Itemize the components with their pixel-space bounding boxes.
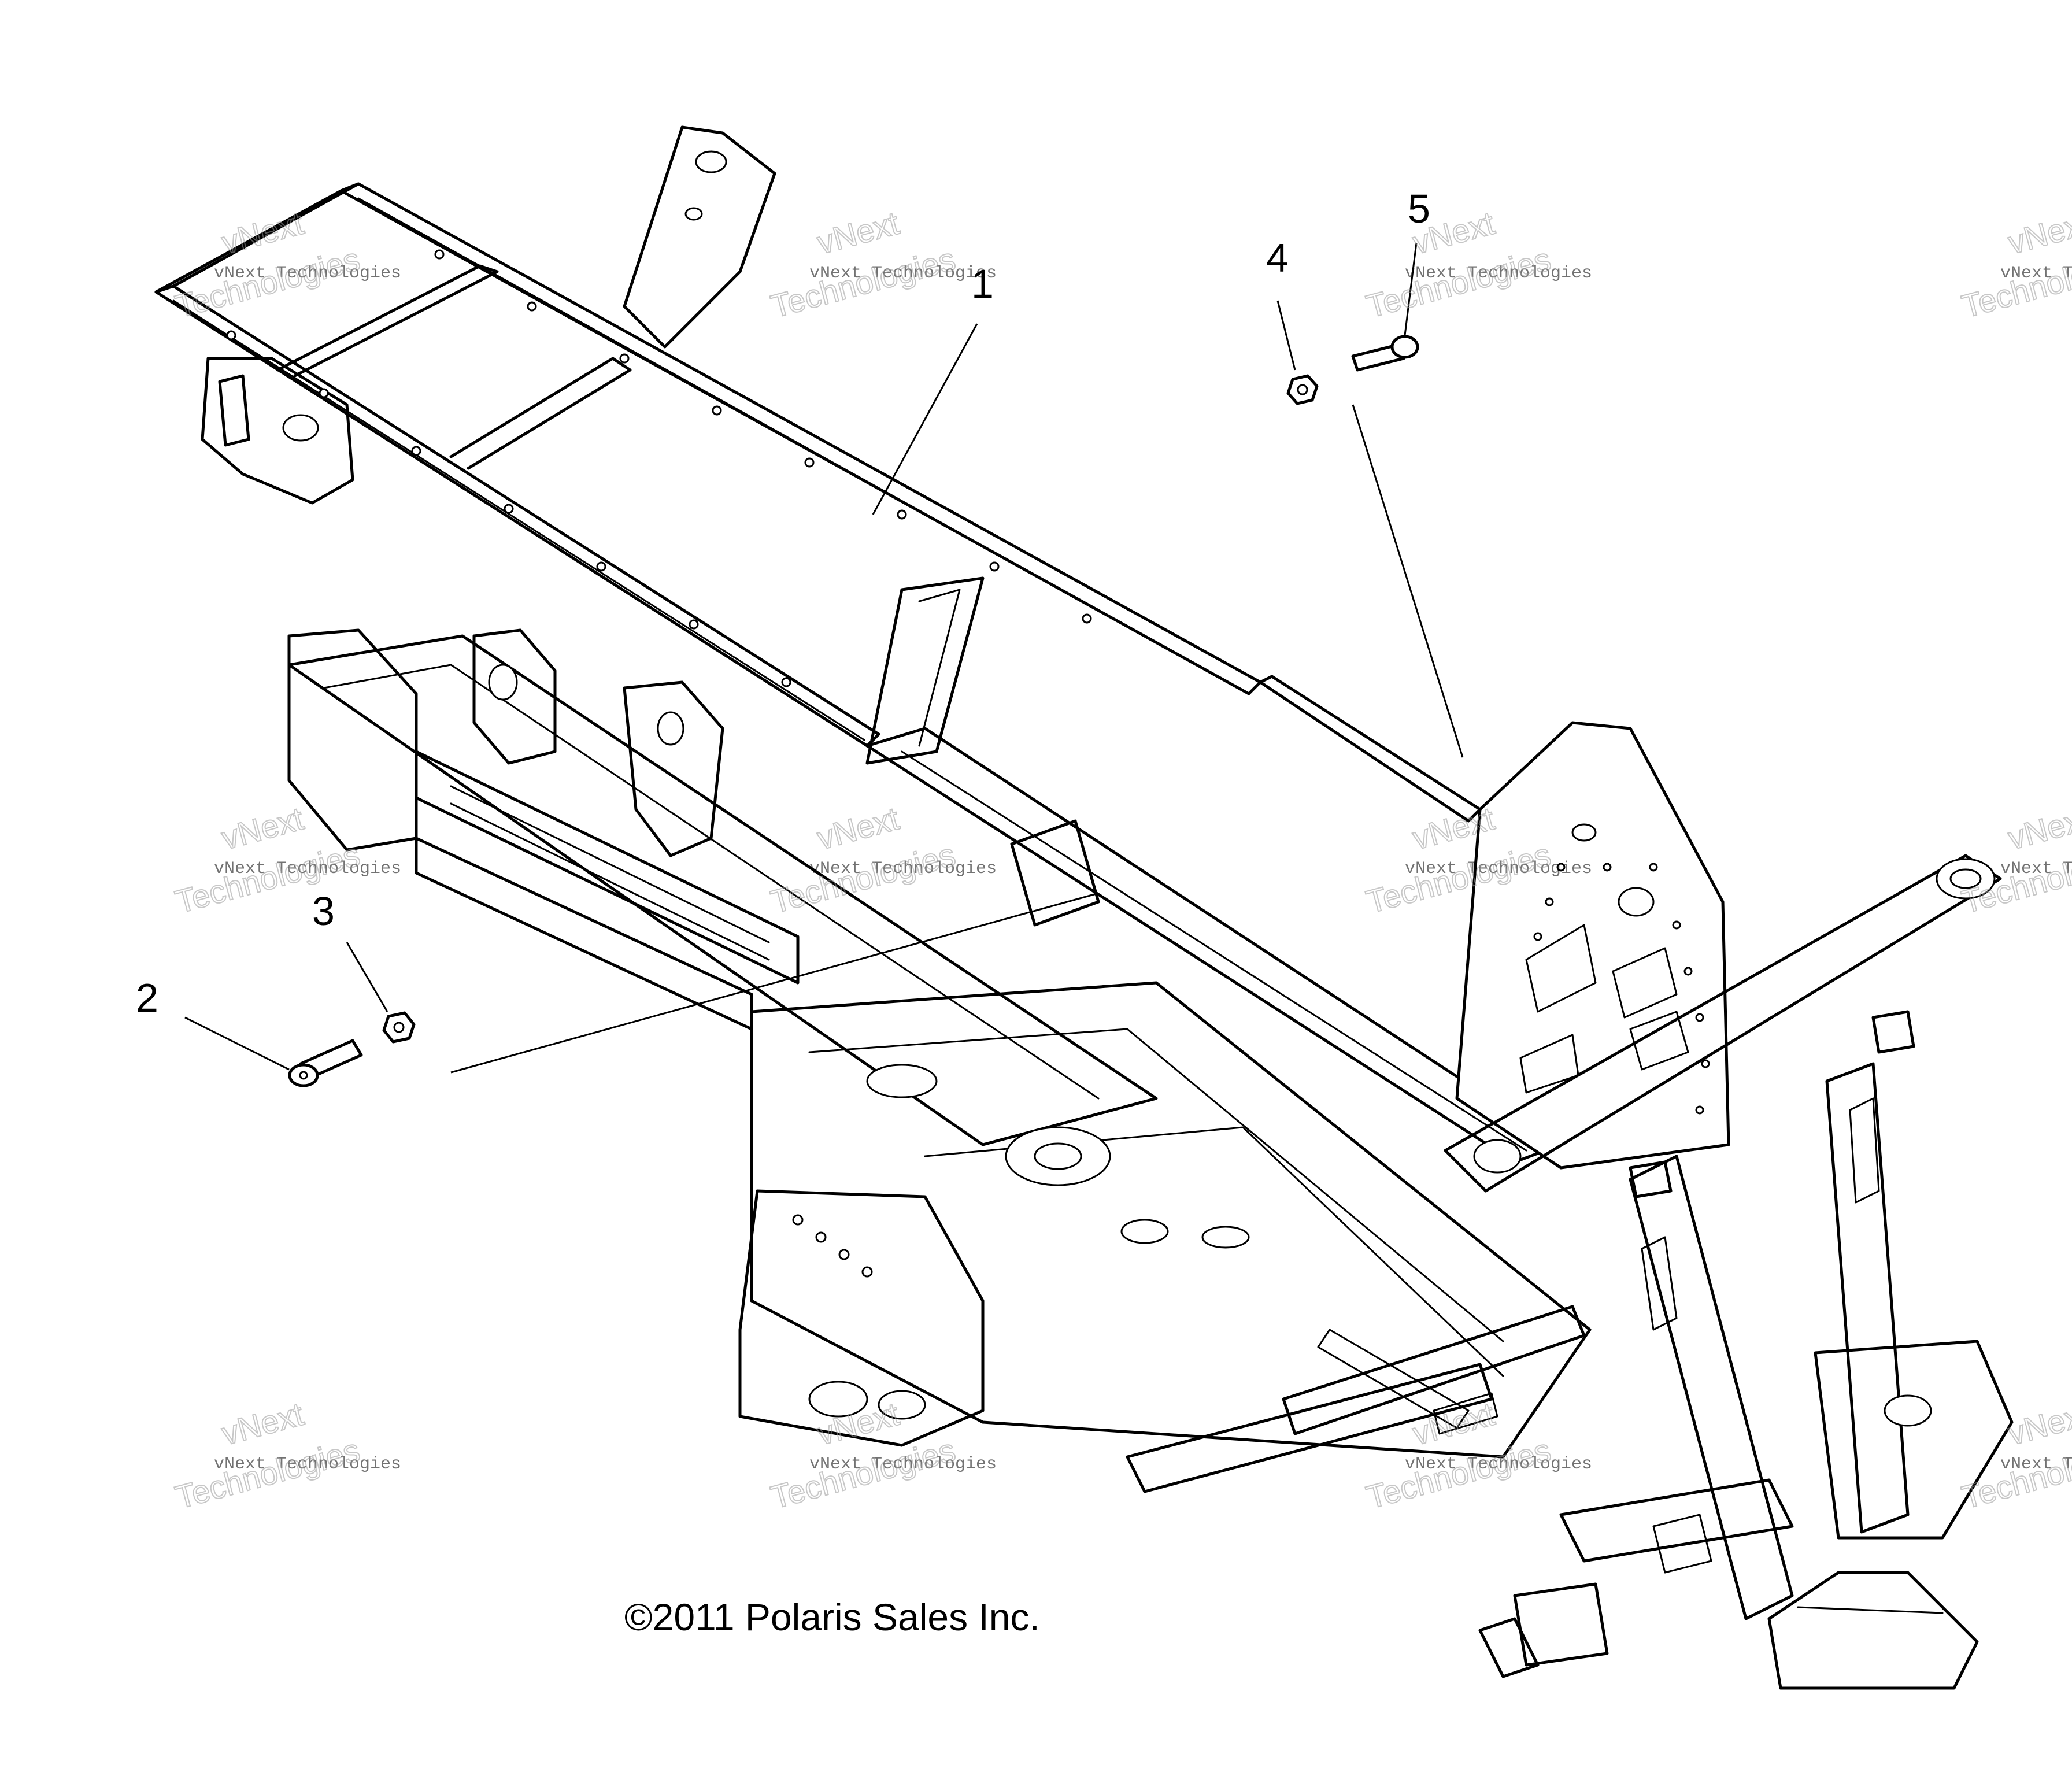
leader-item-1 (872, 323, 978, 515)
watermark: vNext Technologies vNext Technologies (1362, 1395, 1592, 1516)
svg-text:vNext Technologies: vNext Technologies (214, 1455, 401, 1474)
watermark: vNext Technologies vNext Technologies (171, 800, 401, 921)
svg-text:vNext: vNext (218, 205, 308, 261)
svg-text:Technologies: Technologies (172, 836, 364, 920)
svg-text:Technologies: Technologies (1363, 240, 1555, 324)
leader-item-2 (184, 1016, 290, 1071)
callout-5: 5 (1408, 186, 1430, 231)
leader-to-frame (450, 892, 1099, 1074)
leader-item-3 (346, 942, 388, 1012)
watermark: vNext Technologies vNext Technologies (171, 1395, 401, 1516)
svg-text:Technologies: Technologies (767, 240, 959, 324)
leader-to-bulkhead (1352, 404, 1464, 758)
callout-3: 3 (312, 889, 335, 934)
svg-text:vNext Technologies: vNext Technologies (809, 1455, 997, 1474)
nut-item-3 (382, 1011, 416, 1044)
bolt-item-5 (1351, 335, 1419, 372)
rail-holes (226, 249, 1092, 687)
svg-text:Technologies: Technologies (767, 836, 959, 920)
svg-text:vNext: vNext (813, 800, 903, 857)
svg-text:vNext Technologies: vNext Technologies (2000, 1455, 2072, 1474)
bulkhead-holes (1533, 863, 1710, 1115)
svg-text:vNext Technologies: vNext Technologies (809, 264, 997, 283)
svg-text:Technologies: Technologies (172, 240, 364, 324)
main-frame-upper-rails (154, 125, 1262, 765)
svg-text:vNext Technologies: vNext Technologies (214, 264, 401, 283)
nut-item-4 (1286, 374, 1319, 405)
bolt-item-2 (288, 1039, 363, 1087)
watermark: vNext Technologies vNext Technologies (767, 800, 997, 921)
svg-text:vNext: vNext (813, 205, 903, 261)
front-skid-plate (1478, 1340, 2014, 1690)
watermark: vNext Technologies vNext Technologies (1362, 204, 1592, 325)
callout-numbers: 1 2 3 4 5 (136, 186, 1430, 1020)
front-cross-tube (1444, 854, 2002, 1620)
watermarks: vNext Technologies vNext Technologies vN… (171, 204, 2072, 1516)
svg-text:vNext: vNext (218, 800, 308, 857)
watermark: vNext Technologies vNext Technologies (767, 1395, 997, 1516)
leader-item-5 (1404, 242, 1418, 336)
svg-text:Technologies: Technologies (172, 1431, 364, 1515)
svg-text:vNext Technologies: vNext Technologies (1405, 1455, 1592, 1474)
copyright-notice: ©2011 Polaris Sales Inc. (624, 1596, 1040, 1638)
svg-text:vNext Technologies: vNext Technologies (1405, 859, 1592, 879)
svg-text:vNext Technologies: vNext Technologies (214, 859, 401, 879)
svg-text:vNext: vNext (2004, 1396, 2072, 1452)
main-frame-lower-section (287, 628, 1592, 1493)
callout-2: 2 (136, 975, 158, 1020)
svg-text:Technologies: Technologies (767, 1431, 959, 1515)
watermark: vNext Technologies vNext Technologies (1958, 1395, 2072, 1516)
svg-text:vNext: vNext (218, 1396, 308, 1452)
svg-text:vNext Technologies: vNext Technologies (1405, 264, 1592, 283)
leader-lines (184, 242, 1464, 1074)
svg-text:vNext: vNext (2004, 205, 2072, 261)
watermark: vNext Technologies vNext Technologies (1958, 204, 2072, 325)
svg-text:vNext Technologies: vNext Technologies (809, 859, 997, 879)
svg-text:Technologies: Technologies (1363, 1431, 1555, 1515)
svg-text:vNext Technologies: vNext Technologies (2000, 859, 2072, 879)
front-bulkhead (1455, 721, 1730, 1170)
svg-text:vNext Technologies: vNext Technologies (2000, 264, 2072, 283)
callout-4: 4 (1266, 235, 1289, 280)
watermark: vNext Technologies vNext Technologies (767, 204, 997, 325)
svg-text:vNext: vNext (2004, 800, 2072, 857)
callout-1: 1 (971, 261, 994, 306)
leader-item-4 (1276, 300, 1296, 371)
